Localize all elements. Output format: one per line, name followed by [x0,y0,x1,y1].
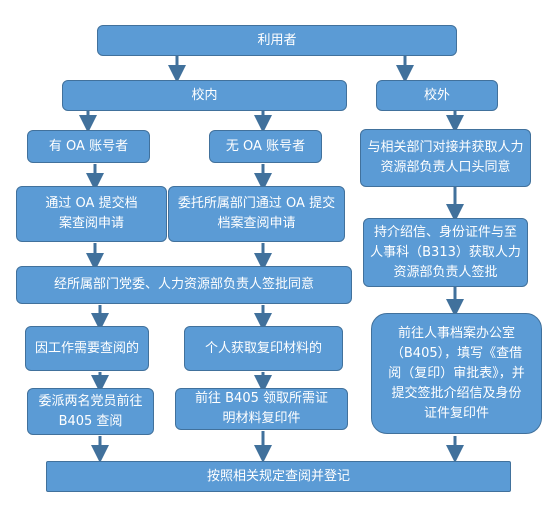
node-work-need: 因工作需要查阅的 [25,326,149,371]
node-final: 按照相关规定查阅并登记 [46,461,511,492]
node-contact-dept-label: 与相关部门对接并获取人力资源部负责人口头同意 [367,140,524,175]
node-delegate-oa: 委托所属部门通过 OA 提交档案查阅申请 [168,186,345,242]
node-users: 利用者 [97,25,457,56]
node-contact-dept: 与相关部门对接并获取人力资源部负责人口头同意 [360,129,531,187]
node-personal-copy: 个人获取复印材料的 [184,326,343,371]
node-users-label: 利用者 [257,32,297,48]
node-b405-copy-label: 前往 B405 领取所需证明材料复印件 [195,391,328,426]
node-off-campus: 校外 [376,80,498,111]
node-goto-office-label: 前往人事档案办公室（B405），填写《查借阅（复印）审批表》，并提交签批介绍信及… [388,325,525,421]
node-delegate-oa-label: 委托所属部门通过 OA 提交档案查阅申请 [177,196,336,231]
node-personal-copy-label: 个人获取复印材料的 [204,340,322,356]
node-on-campus-label: 校内 [191,87,218,103]
node-on-campus: 校内 [62,80,347,111]
node-with-oa-label: 有 OA 账号者 [48,138,129,154]
node-send-two: 委派两名党员前往 B405 查阅 [27,388,154,435]
node-submit-oa: 通过 OA 提交档案查阅申请 [16,186,167,242]
node-work-need-label: 因工作需要查阅的 [34,340,139,356]
node-letter-id-label: 持介绍信、身份证件与至人事科（B313）获取人力资源部负责人签批 [370,224,521,280]
node-without-oa-label: 无 OA 账号者 [225,138,306,154]
node-approval: 经所属部门党委、人力资源部负责人签批同意 [16,266,352,304]
node-submit-oa-label: 通过 OA 提交档案查阅申请 [45,196,138,231]
node-approval-label: 经所属部门党委、人力资源部负责人签批同意 [53,277,314,292]
node-goto-office: 前往人事档案办公室（B405），填写《查借阅（复印）审批表》，并提交签批介绍信及… [371,313,542,434]
node-letter-id: 持介绍信、身份证件与至人事科（B313）获取人力资源部负责人签批 [363,218,528,287]
node-off-campus-label: 校外 [423,87,450,103]
node-with-oa: 有 OA 账号者 [27,130,150,163]
node-without-oa: 无 OA 账号者 [209,130,322,163]
node-send-two-label: 委派两名党员前往 B405 查阅 [38,393,143,429]
node-final-label: 按照相关规定查阅并登记 [206,468,350,484]
node-b405-copy: 前往 B405 领取所需证明材料复印件 [175,388,348,430]
